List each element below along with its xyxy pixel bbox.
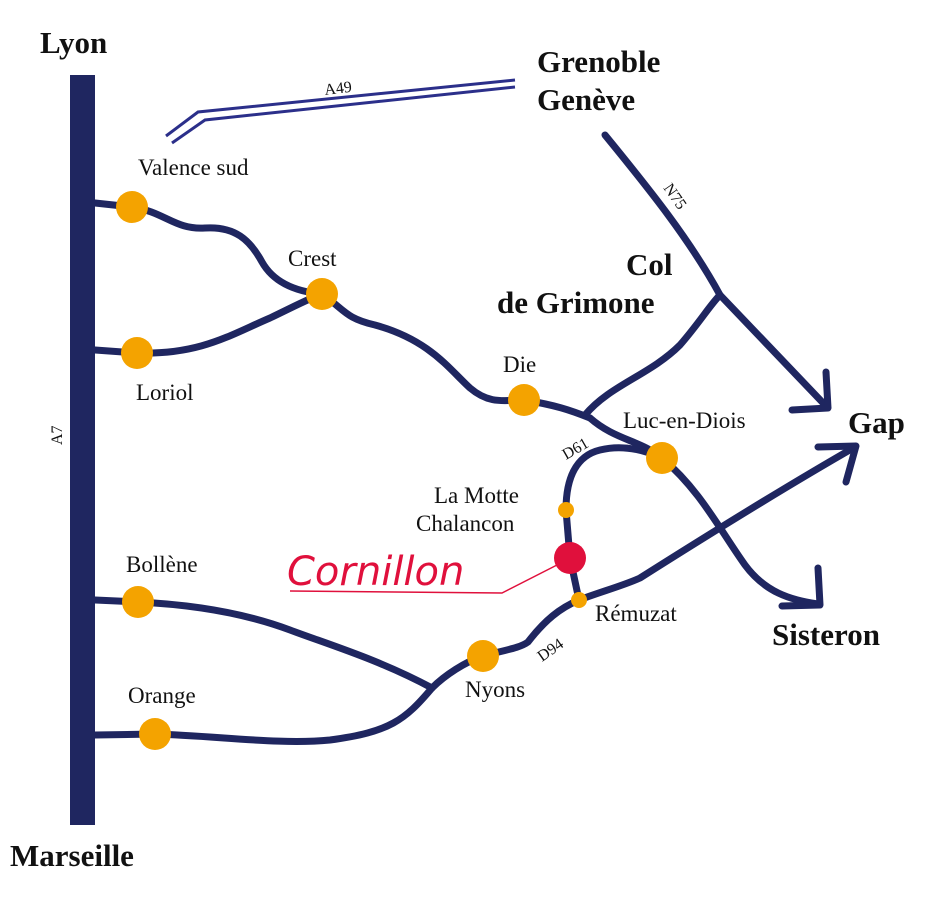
city-dot-bollene [122,586,154,618]
city-dot-luc [646,442,678,474]
road-d94 [428,596,583,692]
a49-motorway [165,78,516,145]
label-a49: A49 [323,79,352,99]
road-luc-sisteron [586,414,822,608]
city-dot-valence [116,191,148,223]
city-dot-remuzat [571,592,587,608]
arrow-gap-north [788,368,832,414]
label-grimone: de Grimone [497,285,655,320]
label-sisteron: Sisteron [772,617,880,652]
label-valence: Valence sud [138,155,249,180]
label-d94: D94 [535,636,567,666]
arrow-gap-east [814,442,860,486]
city-dot-lamotte [558,502,574,518]
road-d61 [562,444,666,604]
city-dot-crest [306,278,338,310]
label-marseille: Marseille [10,838,134,873]
a7-motorway [70,75,95,825]
road-loriol-crest [91,290,326,357]
label-geneve: Genève [537,82,635,117]
road-valence-crest [91,199,326,298]
city-dot-loriol [121,337,153,369]
city-dot-cornillon [554,542,586,574]
road-bollene [91,596,436,692]
city-dot-nyons [467,640,499,672]
label-chalancon: Chalancon [416,511,515,536]
label-luc: Luc-en-Diois [623,408,746,433]
label-col: Col [626,247,673,282]
cornillon-leader-line [289,564,558,594]
label-grenoble: Grenoble [537,44,660,79]
arrow-sisteron [778,564,824,610]
label-lamotte: La Motte [434,483,519,508]
city-dot-die [508,384,540,416]
label-lyon: Lyon [40,25,107,60]
road-orange [91,684,436,745]
label-nyons: Nyons [465,677,525,702]
label-gap: Gap [848,405,905,440]
road-crest-die [318,290,594,422]
label-orange: Orange [128,683,196,708]
road-n75 [601,131,829,409]
label-loriol: Loriol [136,380,194,405]
label-bollene: Bollène [126,552,198,577]
label-cornillon: Cornillon [287,549,464,595]
label-remuzat: Rémuzat [595,601,677,626]
road-die-col [581,291,724,419]
city-dot-orange [139,718,171,750]
road-remuzat-gap [575,443,859,604]
label-crest: Crest [288,246,337,271]
label-a7: A7 [49,425,66,445]
label-die: Die [503,352,536,377]
